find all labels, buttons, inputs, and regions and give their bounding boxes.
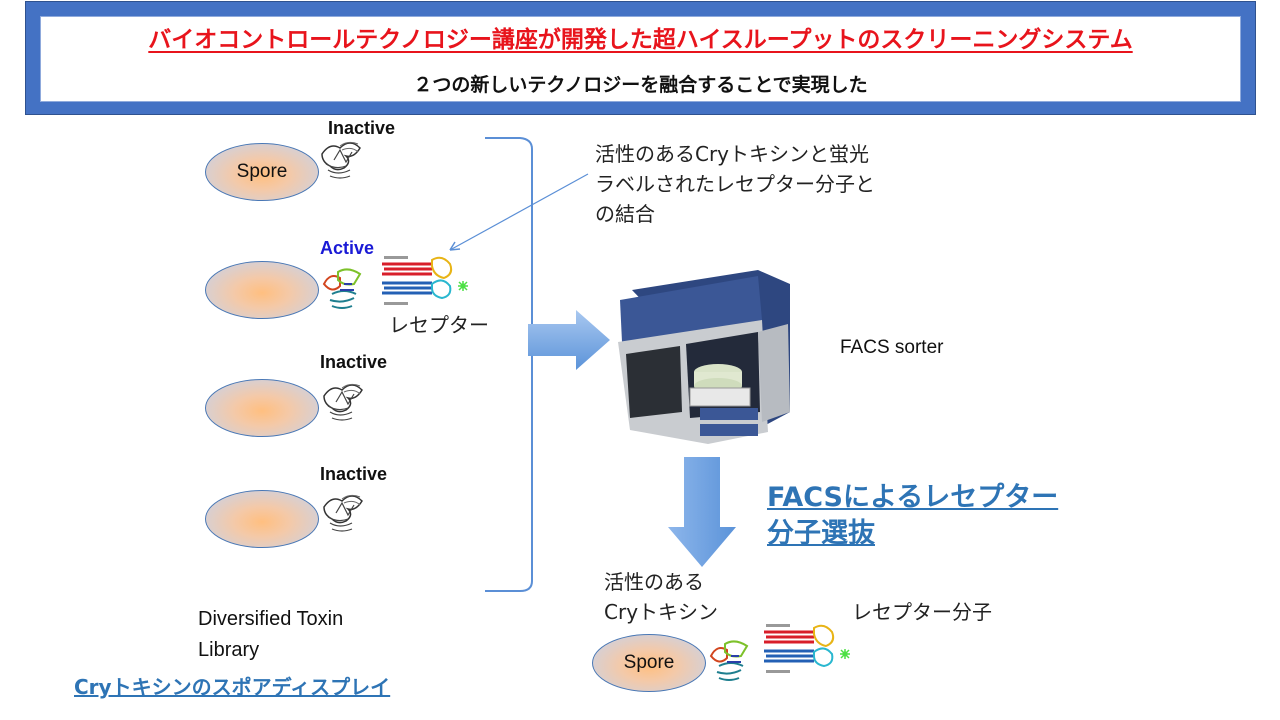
down-arrow-icon — [668, 457, 736, 567]
active-toxin-caption: 活性のある Cryトキシン — [604, 567, 718, 627]
labeled-receptor-icon — [762, 622, 852, 675]
slide-title: バイオコントロールテクノロジー講座が開発した超ハイスループットのスクリーニングシ… — [40, 20, 1241, 54]
slide-title-text: バイオコントロールテクノロジー講座が開発した超ハイスループットのスクリーニングシ… — [148, 27, 1133, 53]
receptor-molecule-label: レセプター分子 — [852, 600, 992, 624]
right-arrow-icon — [528, 310, 610, 370]
callout-pointer — [449, 173, 589, 251]
callout-line: 活性のあるCryトキシンと蛍光 — [595, 142, 870, 166]
active-toxin-icon — [710, 640, 748, 681]
callout-line: ラベルされたレセプター分子と — [595, 172, 875, 196]
callout-line: の結合 — [595, 202, 655, 226]
spore-cell — [205, 379, 319, 437]
caption-line: Cryトキシン — [604, 600, 719, 624]
state-label-inactive: Inactive — [320, 352, 388, 372]
spore-display-link[interactable]: Cryトキシンのスポアディスプレイ — [74, 675, 391, 699]
facs-sorter-label: FACS sorter — [840, 337, 944, 358]
binding-callout: 活性のあるCryトキシンと蛍光 ラベルされたレセプター分子と の結合 — [595, 139, 875, 229]
state-label-inactive: Inactive — [328, 118, 396, 138]
inactive-toxin-icon — [323, 383, 363, 421]
slide-subtitle: ２つの新しいテクノロジーを融合することで実現した — [413, 74, 868, 96]
spore-cell — [205, 261, 319, 319]
spore-cell: Spore — [205, 143, 319, 201]
caption-line: Diversified Toxin — [198, 608, 344, 630]
receptor-label: レセプター — [389, 313, 489, 337]
header-panel — [40, 16, 1241, 102]
inactive-toxin-icon — [321, 141, 361, 179]
selection-line: FACSによるレセプター — [767, 482, 1059, 513]
library-caption: Diversified Toxin Library — [198, 604, 343, 666]
facs-sorter-image — [618, 270, 790, 444]
library-bracket — [485, 137, 533, 592]
caption-line: 活性のある — [604, 570, 704, 594]
active-toxin-icon — [323, 268, 361, 309]
labeled-receptor-icon — [380, 254, 470, 307]
state-label-active: Active — [320, 238, 375, 258]
facs-selection-heading: FACSによるレセプター 分子選抜 — [767, 480, 1058, 552]
caption-line: Library — [198, 639, 260, 661]
state-label-inactive: Inactive — [320, 464, 388, 484]
spore-label: Spore — [236, 161, 288, 182]
selection-line: 分子選抜 — [767, 518, 875, 549]
spore-label: Spore — [623, 652, 675, 673]
spore-cell — [205, 490, 319, 548]
selected-spore: Spore — [592, 634, 706, 692]
inactive-toxin-icon — [323, 494, 363, 532]
